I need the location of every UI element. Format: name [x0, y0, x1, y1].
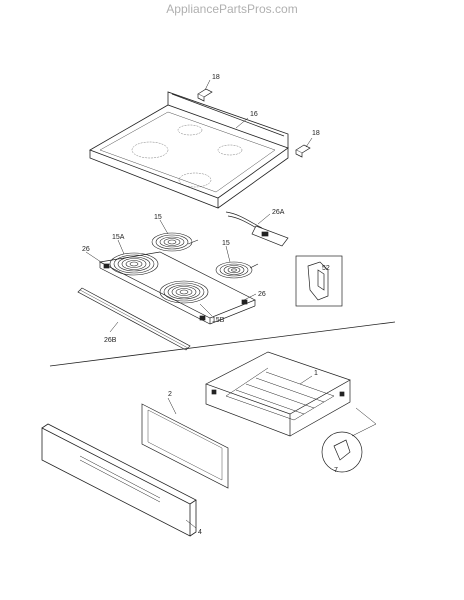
drawer-panel-4 — [41, 423, 197, 537]
callout-16: 16 — [250, 111, 258, 118]
element-15a — [109, 252, 159, 276]
callout-26a: 26A — [272, 209, 285, 216]
callout-1: 1 — [314, 370, 318, 377]
callout-15-top: 15 — [154, 214, 162, 221]
strip-26b — [77, 287, 191, 351]
callout-15b: 15B — [212, 317, 225, 324]
clip-18-left — [197, 79, 213, 102]
callout-26b: 26B — [104, 337, 117, 344]
roller-7-inset — [321, 407, 377, 473]
cooktop-glass-16 — [89, 91, 289, 209]
harness-26a — [225, 211, 289, 247]
callout-26-left: 26 — [82, 246, 90, 253]
element-15-top — [151, 232, 199, 252]
section-divider — [49, 321, 396, 367]
clip-18-right — [295, 137, 313, 158]
callout-52: 52 — [322, 265, 330, 272]
callout-4: 4 — [198, 529, 202, 536]
inset-52 — [295, 255, 343, 307]
callout-18-left: 18 — [212, 74, 220, 81]
element-15b — [159, 280, 209, 304]
callout-26-right: 26 — [258, 291, 266, 298]
callout-15a: 15A — [112, 234, 125, 241]
drawer-frame-2 — [141, 403, 229, 489]
callout-7: 7 — [334, 467, 338, 474]
leader-lines — [85, 117, 313, 529]
watermark-text: AppliancePartsPros.com — [166, 2, 298, 16]
callout-2: 2 — [168, 391, 172, 398]
element-15-right — [215, 261, 259, 279]
callout-15-right: 15 — [222, 240, 230, 247]
callout-18-right: 18 — [312, 130, 320, 137]
drawer-1 — [205, 351, 351, 437]
